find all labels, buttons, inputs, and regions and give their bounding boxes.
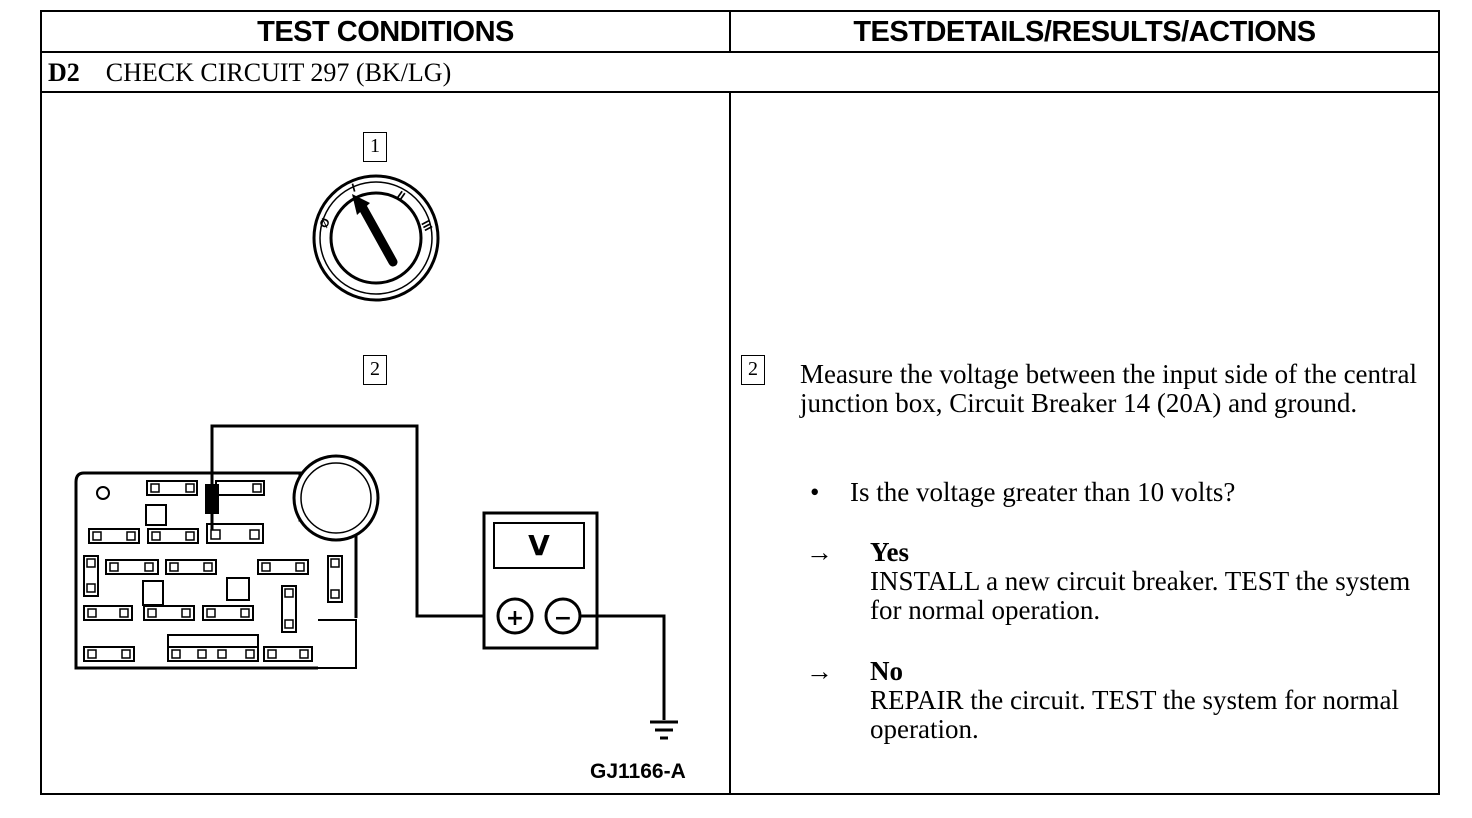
switch-label-off: Ø	[316, 216, 333, 231]
ignition-switch-icon	[312, 174, 440, 302]
question-bullet: •	[810, 477, 820, 507]
column-divider-top	[729, 10, 731, 52]
no-action: REPAIR the circuit. TEST the system for …	[870, 685, 1399, 744]
step-title: D2 CHECK CIRCUIT 297 (BK/LG)	[48, 54, 451, 92]
ground-icon	[650, 720, 678, 740]
step-divider	[40, 91, 1440, 93]
meter-plus-symbol: +	[506, 606, 524, 631]
no-arrow: →	[806, 656, 833, 686]
step-marker-2: 2	[363, 355, 387, 385]
test-details-heading: TESTDETAILS/RESULTS/ACTIONS	[853, 16, 1316, 48]
no-answer: No REPAIR the circuit. TEST the system f…	[870, 657, 1430, 744]
meter-minus-symbol: −	[554, 606, 572, 631]
yes-arrow: →	[806, 537, 833, 567]
step-title-text: CHECK CIRCUIT 297 (BK/LG)	[105, 58, 452, 87]
column-divider-bottom	[729, 92, 731, 795]
yes-answer: Yes INSTALL a new circuit breaker. TEST …	[870, 538, 1430, 625]
junction-box-icon	[74, 454, 380, 670]
voltmeter-icon	[482, 511, 599, 650]
details-step-marker: 2	[741, 355, 765, 385]
switch-label-1: I	[350, 181, 357, 195]
yes-label: Yes	[870, 537, 909, 567]
test-probe-icon	[205, 484, 219, 530]
positive-lead-wire	[210, 424, 496, 618]
instruction-text: Measure the voltage between the input si…	[800, 360, 1430, 418]
figure-id: GJ1166-A	[590, 760, 686, 783]
step-marker-1: 1	[363, 132, 387, 162]
test-conditions-heading: TEST CONDITIONS	[257, 16, 514, 48]
yes-action: INSTALL a new circuit breaker. TEST the …	[870, 566, 1411, 625]
negative-lead-wire	[580, 614, 666, 720]
meter-label: V	[528, 529, 550, 562]
header-divider	[40, 51, 1440, 53]
step-code: D2	[48, 58, 80, 87]
question-text: Is the voltage greater than 10 volts?	[850, 477, 1236, 507]
test-table-frame	[40, 10, 1440, 795]
meter-positive-terminal	[496, 597, 534, 635]
instruction-paragraph: Measure the voltage between the input si…	[800, 359, 1418, 418]
no-label: No	[870, 656, 903, 686]
